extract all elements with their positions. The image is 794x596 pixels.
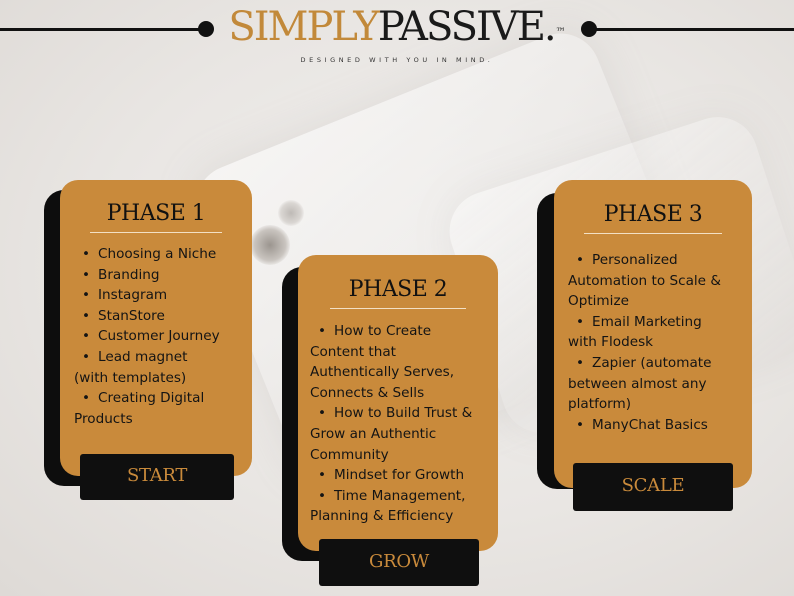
list-item: •How to Create Content that Authenticall… [310, 323, 455, 401]
bullet-icon: • [81, 307, 91, 324]
bullet-icon: • [317, 467, 327, 484]
list-item: •Customer Journey [74, 326, 250, 347]
header-dot-left [198, 21, 214, 37]
bullet-icon: • [317, 405, 327, 422]
list-item: •Mindset for Growth [310, 465, 494, 486]
list-item: •StanStore [74, 306, 250, 327]
trademark-symbol: ™ [555, 27, 566, 38]
bullet-icon: • [81, 328, 91, 345]
list-item: •Personalized Automation to Scale & Opti… [568, 252, 721, 310]
phase-1-stage-label: START [80, 454, 234, 500]
phase-2-stage-label: GROW [319, 539, 479, 586]
phase-1-topic-list: •Choosing a Niche •Branding •Instagram •… [74, 244, 250, 429]
list-item: •Branding [74, 265, 250, 286]
phase-2-card: PHASE 2 •How to Create Content that Auth… [298, 255, 498, 551]
header-divider-right [590, 28, 794, 31]
bullet-icon: • [81, 266, 91, 283]
phase-1-title-divider [90, 232, 222, 233]
header-divider-left [0, 28, 205, 31]
list-item: •Lead magnet (with templates) [74, 348, 188, 386]
brand-tagline: DESIGNED WITH YOU IN MIND. [300, 56, 494, 64]
phase-1-title: PHASE 1 [106, 201, 206, 226]
phase-3-title: PHASE 3 [603, 202, 703, 227]
header-dot-right [581, 21, 597, 37]
bullet-icon: • [81, 390, 91, 407]
phase-3-card: PHASE 3 •Personalized Automation to Scal… [554, 180, 752, 488]
phase-1-card: PHASE 1 •Choosing a Niche •Branding •Ins… [60, 180, 252, 476]
list-item: •ManyChat Basics [568, 415, 750, 436]
camera-lens-icon [278, 200, 304, 226]
list-item: •Zapier (automate between almost any pla… [568, 354, 712, 413]
bullet-icon: • [575, 252, 585, 268]
list-item: •Creating Digital Products [74, 390, 205, 427]
list-item: •Time Management, Planning & Efficiency [310, 487, 466, 525]
camera-lens-icon [250, 225, 290, 265]
list-item: •Email Marketing with Flodesk [568, 313, 702, 351]
brand-logo: SIMPLYPASSIVE.™ [0, 4, 794, 50]
phase-2-topic-list: •How to Create Content that Authenticall… [310, 321, 494, 527]
phase-2-title-divider [330, 308, 466, 309]
phase-3-title-divider [584, 233, 722, 234]
bullet-icon: • [81, 348, 91, 365]
list-item: •How to Build Trust & Grow an Authentic … [310, 405, 473, 463]
list-item: •Instagram [74, 285, 250, 306]
list-item: •Choosing a Niche [74, 244, 250, 265]
bullet-icon: • [575, 416, 585, 433]
bullet-icon: • [317, 323, 327, 339]
brand-name-passive: PASSIVE. [377, 4, 557, 50]
phase-3-topic-list: •Personalized Automation to Scale & Opti… [568, 250, 750, 435]
bullet-icon: • [81, 287, 91, 304]
brand-name-simply: SIMPLY [228, 4, 379, 50]
bullet-icon: • [81, 246, 91, 262]
bullet-icon: • [317, 487, 327, 504]
bullet-icon: • [575, 313, 585, 330]
phase-2-title: PHASE 2 [348, 277, 448, 302]
bullet-icon: • [575, 354, 585, 371]
phase-3-stage-label: SCALE [573, 463, 733, 511]
